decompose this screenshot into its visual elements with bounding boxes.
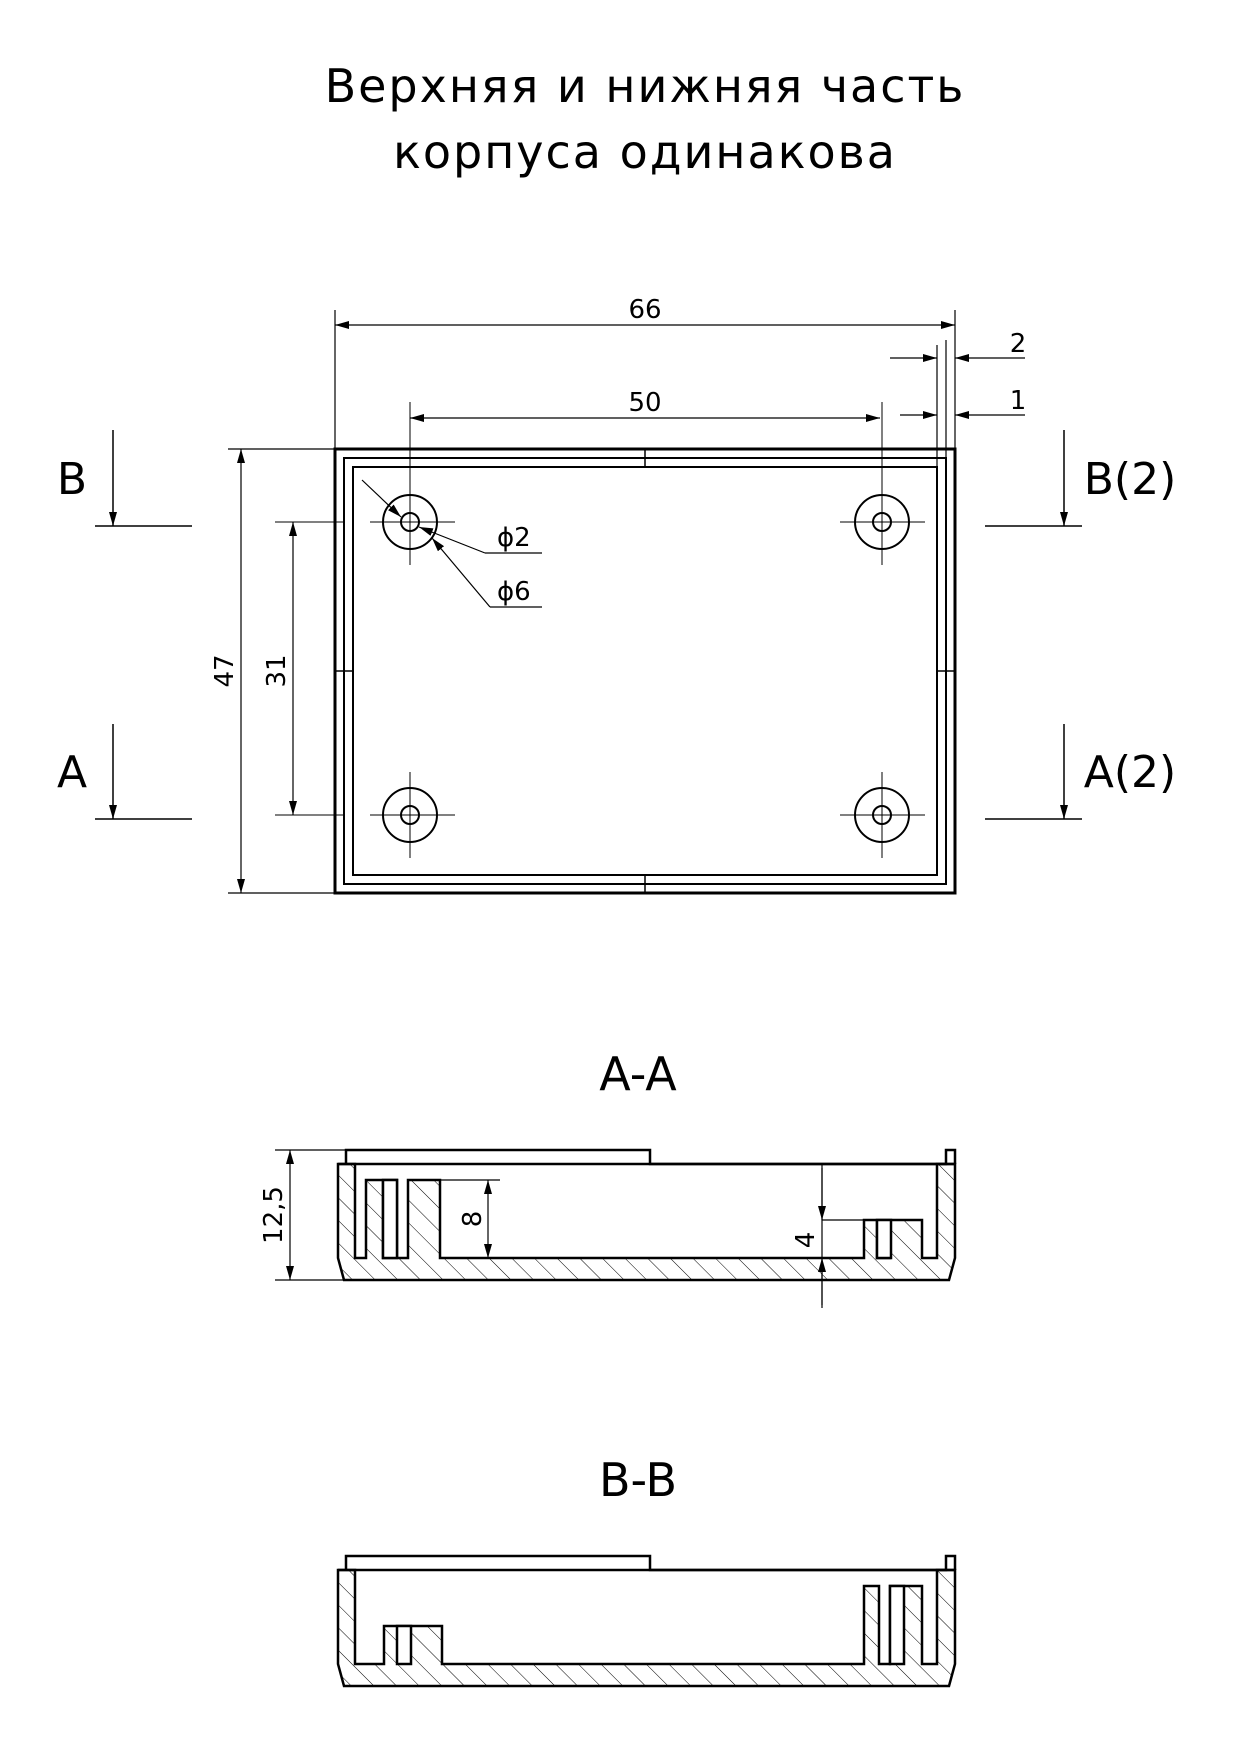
title-line-2: корпуса одинакова bbox=[393, 125, 897, 179]
section-a-dimensions bbox=[275, 1149, 864, 1308]
cut-line-a-left bbox=[95, 724, 192, 820]
cut-line-a-right bbox=[985, 724, 1082, 820]
label-phi6: ϕ6 bbox=[497, 577, 531, 607]
cut-label-a-right: A(2) bbox=[1084, 747, 1176, 798]
label-47: 47 bbox=[210, 654, 240, 687]
label-12-5: 12,5 bbox=[259, 1186, 289, 1244]
outer-wall bbox=[333, 447, 957, 895]
section-a-label: A-A bbox=[599, 1047, 677, 1101]
section-b-label: B-B bbox=[599, 1453, 677, 1507]
section-a-view bbox=[336, 1148, 957, 1282]
cut-line-b-right bbox=[985, 430, 1082, 527]
label-1: 1 bbox=[1010, 386, 1027, 416]
centerlines bbox=[275, 402, 925, 858]
label-phi2: ϕ2 bbox=[497, 523, 531, 553]
dimension-47 bbox=[228, 448, 335, 894]
inner-wall bbox=[352, 466, 938, 876]
cut-line-b-left bbox=[95, 430, 192, 527]
plan-view bbox=[95, 310, 1082, 895]
label-31: 31 bbox=[262, 654, 292, 687]
label-4: 4 bbox=[791, 1232, 821, 1249]
diameter-leaders bbox=[361, 479, 542, 608]
dimension-2 bbox=[890, 340, 1025, 467]
cut-label-a-left: A bbox=[57, 747, 87, 798]
section-b-view bbox=[336, 1554, 957, 1688]
label-50: 50 bbox=[628, 388, 661, 418]
cut-label-b-right: B(2) bbox=[1084, 454, 1177, 505]
label-66: 66 bbox=[628, 295, 661, 325]
label-2: 2 bbox=[1010, 329, 1027, 359]
title-line-1: Верхняя и нижняя часть bbox=[325, 59, 966, 113]
cut-label-b-left: B bbox=[57, 454, 87, 505]
dimension-66 bbox=[334, 310, 956, 449]
label-8: 8 bbox=[458, 1211, 488, 1228]
